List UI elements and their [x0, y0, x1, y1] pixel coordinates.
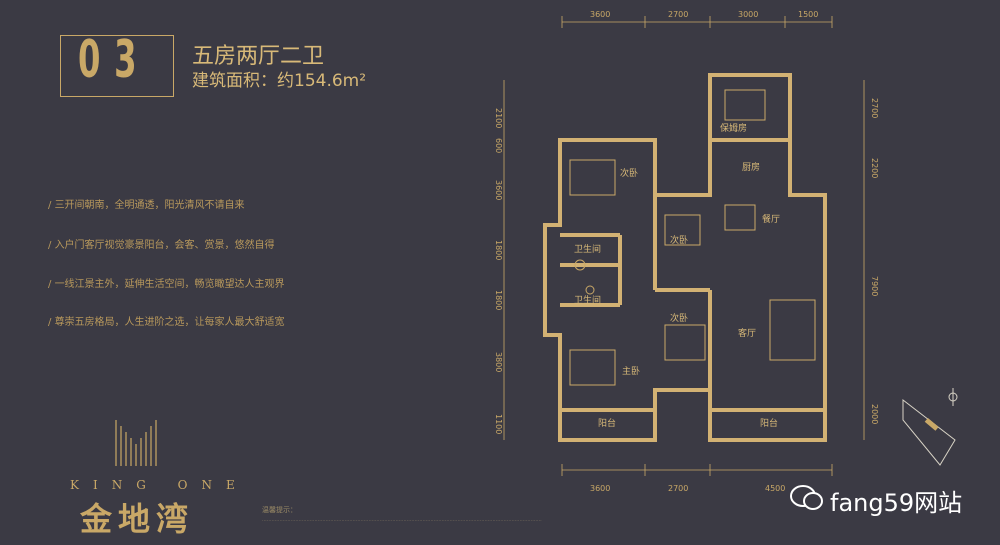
room-label-bedroom-lower: 次卧: [670, 312, 688, 324]
unit-area: 建筑面积：约154.6m²: [192, 71, 367, 91]
feature-item: / 一线江景主外，延伸生活空间，畅览瞰望达人主观界: [48, 279, 285, 290]
dim-left-4: 1800: [494, 240, 503, 260]
room-label-bedroom-mid: 次卧: [670, 234, 688, 246]
walls: [543, 73, 827, 442]
room-label-master: 主卧: [622, 365, 640, 377]
brand-logo-icon: [115, 420, 157, 466]
dim-bottom-1: 3600: [590, 484, 610, 493]
floor-plan: 保姆房 厨房 餐厅 客厅 次卧 次卧 次卧 主卧 卫生间 卫生间 阳台 阳台 3…: [494, 10, 879, 493]
room-label-dining: 餐厅: [762, 213, 780, 225]
dim-left-3: 3600: [494, 180, 503, 200]
room-label-bath-2: 卫生间: [574, 294, 601, 306]
unit-type-title: 五房两厅二卫: [192, 44, 325, 69]
dim-left-6: 3800: [494, 352, 503, 372]
room-label-kitchen: 厨房: [742, 161, 760, 173]
watermark-text: fang59网站: [830, 489, 963, 517]
unit-number-frame: [60, 35, 174, 97]
dim-top-2: 2700: [668, 10, 688, 19]
brand-english: KING ONE: [70, 478, 249, 492]
wechat-icon: [790, 485, 823, 510]
room-label-bath-1: 卫生间: [574, 243, 601, 255]
site-plan-icon: [902, 388, 958, 466]
feature-item: / 三开间朝南，全明通透，阳光清风不请自来: [48, 200, 245, 211]
dim-bottom-3: 4500: [765, 484, 785, 493]
room-label-living: 客厅: [738, 327, 756, 339]
notes-title: 温馨提示：: [262, 506, 297, 514]
dim-right-3: 7900: [870, 276, 879, 296]
dim-right-4: 2000: [870, 404, 879, 424]
brand-chinese: 金地湾: [80, 500, 195, 538]
room-label-balcony-left: 阳台: [598, 417, 616, 429]
dim-top-3: 3000: [738, 10, 758, 19]
feature-item: / 入户门客厅视觉豪景阳台，会客、赏景，悠然自得: [48, 240, 275, 251]
dim-bottom-2: 2700: [668, 484, 688, 493]
furniture: [569, 89, 816, 386]
dim-left-7: 1100: [494, 414, 503, 434]
room-label-bedroom-top: 次卧: [620, 167, 638, 179]
notes-fine-print: ········································…: [262, 518, 542, 524]
room-label-maid: 保姆房: [720, 122, 747, 134]
dim-left-2: 600: [494, 138, 503, 153]
dim-right-2: 2200: [870, 158, 879, 178]
room-label-balcony-right: 阳台: [760, 417, 778, 429]
feature-item: / 尊崇五房格局，人生进阶之选，让每家人最大舒适宽: [48, 317, 285, 328]
dim-right-1: 2700: [870, 98, 879, 118]
dim-top-1: 3600: [590, 10, 610, 19]
dim-left-5: 1800: [494, 290, 503, 310]
dim-left-1: 2100: [494, 108, 503, 128]
unit-number: 03: [78, 30, 151, 90]
dimension-lines: [503, 16, 865, 476]
dim-top-4: 1500: [798, 10, 818, 19]
